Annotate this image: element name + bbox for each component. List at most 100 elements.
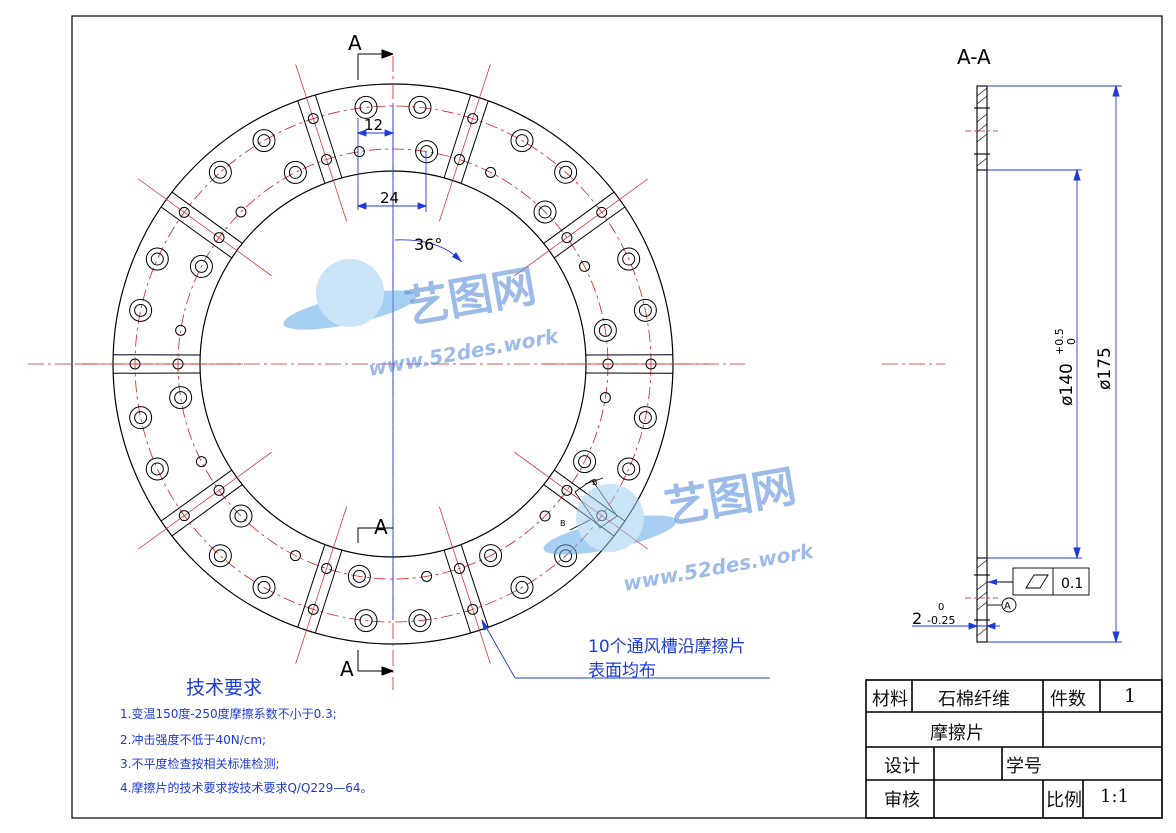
small-hole	[307, 113, 319, 125]
tb-scale-value: 1:1	[1100, 786, 1129, 807]
rivet-hole-outer	[208, 544, 232, 568]
vent-slot-edge	[160, 469, 233, 522]
rivet-hole-outer	[145, 457, 169, 481]
vent-slot-edge	[443, 549, 472, 634]
vent-slot-edge	[297, 544, 326, 628]
vent-slot-edge	[314, 94, 343, 179]
thickness-tol-upper: 0	[938, 602, 944, 613]
small-hole	[178, 510, 190, 522]
rivet-hole-outer	[129, 406, 153, 430]
rivet-hole-outer	[633, 298, 657, 322]
tb-part-name: 摩擦片	[930, 723, 984, 744]
rivet-hole-inner	[359, 614, 373, 628]
small-hole	[561, 484, 573, 496]
tb-student-id-label: 学号	[1006, 756, 1042, 777]
small-hole	[321, 562, 333, 574]
section-view-title: A-A	[957, 45, 991, 69]
rivet-hole-inner	[420, 145, 434, 159]
rivet-hole-inner	[257, 134, 271, 148]
rivet-hole-outer	[408, 609, 432, 633]
tech-req-item-3: 3.不平度检查按相关标准检测;	[120, 757, 280, 771]
thickness-value: 2	[912, 609, 922, 628]
rivet-hole-inner	[213, 165, 227, 179]
section-label-bottom: A	[340, 657, 354, 681]
rivet-hole-outer	[533, 200, 557, 224]
inner-diameter-tol-upper: +0.5	[1053, 328, 1066, 355]
vent-slot-edge	[314, 549, 343, 634]
rivet-hole-outer	[479, 544, 503, 568]
rivet-hole-outer	[347, 564, 371, 588]
outer-diameter-dimension	[987, 84, 1122, 644]
rivet-hole-inner	[559, 165, 573, 179]
rivet-hole-inner	[578, 455, 592, 469]
vent-slot-edge	[160, 206, 233, 259]
rivet-hole-outer	[633, 406, 657, 430]
small-hole	[235, 206, 247, 218]
rivet-hole-inner	[638, 303, 652, 317]
rivet-hole-inner	[413, 100, 427, 114]
slot-callout-line1: 10个通风槽沿摩擦片	[588, 637, 746, 657]
rivet-hole-outer	[593, 318, 617, 342]
small-hole	[596, 206, 608, 218]
rivet-hole-outer	[229, 504, 253, 528]
vent-slot-edge	[171, 191, 243, 244]
rivet-hole-inner	[352, 569, 366, 583]
section-marker-mid	[357, 527, 393, 543]
small-hole	[579, 260, 591, 272]
vent-slot-edge	[443, 94, 472, 179]
detail-b-label-2: B	[560, 519, 566, 528]
drawing-frame	[71, 15, 1163, 819]
slot-callout-leader	[481, 619, 770, 679]
rivet-hole-outer	[208, 160, 232, 184]
detail-b-label-1: B	[592, 478, 598, 487]
small-hole	[599, 392, 611, 404]
slot-callout-line2: 表面均布	[588, 661, 656, 681]
rivet-hole-outer	[415, 140, 439, 164]
slot-width-dimension	[356, 118, 395, 210]
tb-design-label: 设计	[884, 756, 920, 777]
vent-slot-edge	[297, 100, 326, 184]
rivet-hole-inner	[194, 259, 208, 273]
title-block	[865, 679, 1163, 819]
hole-offset-value: 24	[380, 189, 399, 207]
rivet-hole-outer	[510, 575, 534, 599]
inner-diameter-tol-lower: 0	[1065, 338, 1078, 345]
slot-center-line	[514, 178, 649, 277]
rivet-hole-outer	[169, 386, 193, 410]
small-hole	[178, 206, 190, 218]
watermark-brand-1: 艺图网	[401, 261, 540, 334]
watermark-logo-2	[543, 484, 677, 555]
tb-material-value: 石棉纤维	[938, 689, 1010, 710]
small-hole	[289, 550, 301, 562]
rivet-hole-inner	[622, 462, 636, 476]
rivet-hole-outer	[252, 129, 276, 153]
small-hole	[467, 603, 479, 615]
tech-req-item-1: 1.变温150度-250度摩擦系数不小于0.3;	[120, 707, 337, 721]
vent-slot-edge	[460, 544, 489, 628]
hole-offset-dimension	[356, 152, 428, 212]
small-hole	[195, 456, 207, 468]
tb-material-label: 材料	[872, 689, 908, 710]
rivet-hole-outer	[354, 609, 378, 633]
vent-slot-edge	[553, 206, 626, 259]
rivet-hole-inner	[150, 252, 164, 266]
rivet-hole-inner	[638, 411, 652, 425]
rivet-hole-inner	[484, 549, 498, 563]
inner-diameter-value: ø140	[1057, 363, 1077, 406]
small-hole	[561, 232, 573, 244]
flatness-arrow	[987, 579, 997, 585]
slot-center-line	[439, 506, 491, 664]
rivet-hole-outer	[510, 129, 534, 153]
tech-req-title: 技术要求	[186, 677, 263, 699]
section-marker-top	[357, 49, 394, 80]
rivet-hole-outer	[554, 160, 578, 184]
rivet-hole-inner	[538, 205, 552, 219]
rivet-hole-inner	[288, 165, 302, 179]
rivet-hole-inner	[134, 411, 148, 425]
slot-center-line	[137, 178, 272, 277]
small-hole	[453, 562, 465, 574]
rivet-hole-outer	[189, 254, 213, 278]
slot-center-line	[137, 451, 272, 550]
small-hole	[307, 603, 319, 615]
rivet-hole-inner	[413, 614, 427, 628]
